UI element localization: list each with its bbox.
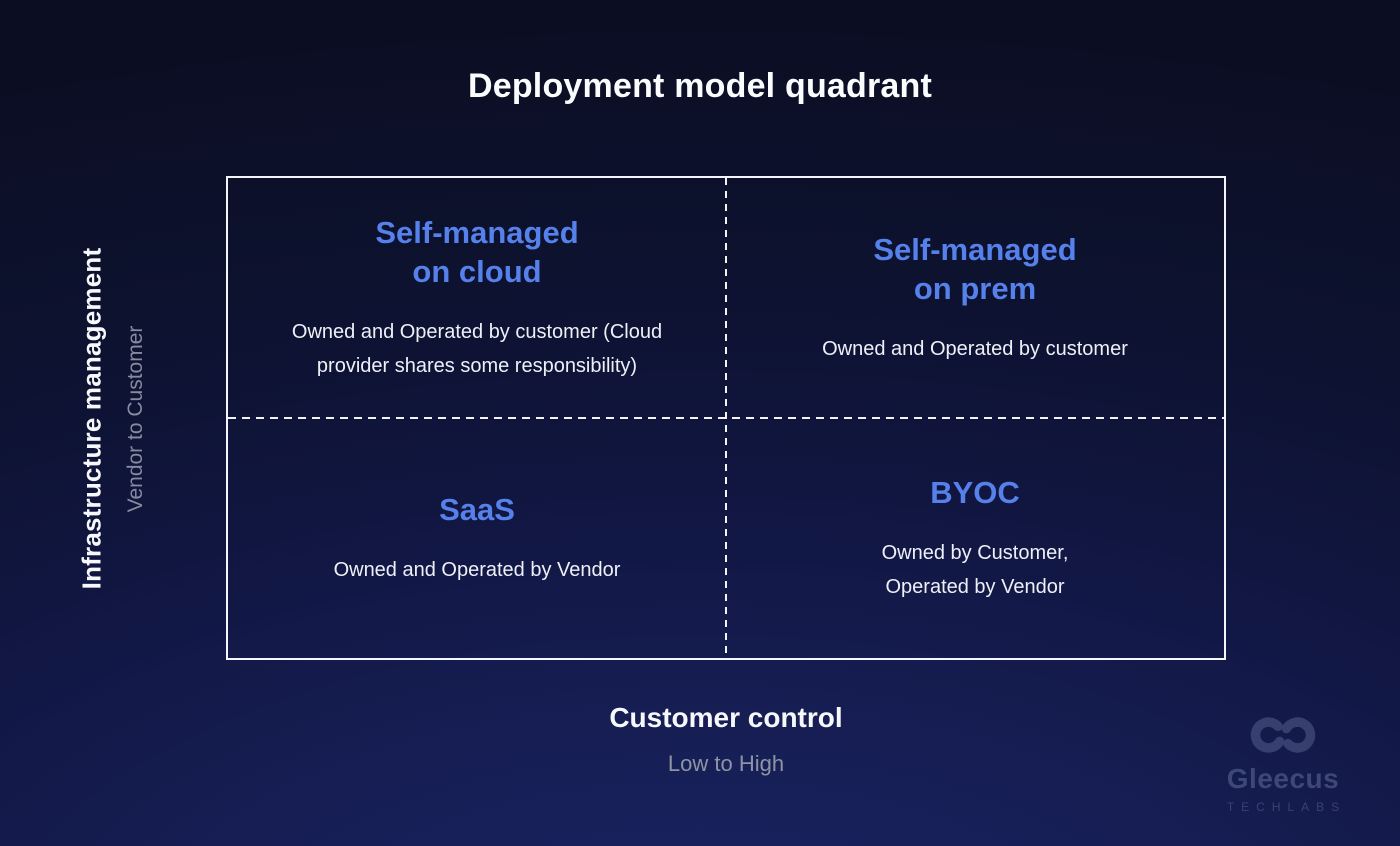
x-axis-label: Customer control bbox=[609, 702, 843, 733]
y-axis-label: Infrastructure management bbox=[76, 247, 107, 590]
quadrant-byoc: BYOC Owned by Customer, Operated by Vend… bbox=[726, 418, 1224, 658]
logo-suffix-text: TECHLABS bbox=[1226, 800, 1347, 814]
quadrant-description: Owned by Customer, Operated by Vendor bbox=[881, 541, 1069, 598]
y-axis-range-label: Vendor to Customer bbox=[124, 325, 147, 513]
quadrant-description: Owned and Operated by customer (Cloud pr… bbox=[291, 321, 663, 377]
quadrant-title: Self-managed on cloud bbox=[375, 215, 579, 289]
quadrant-title: Self-managed on prem bbox=[873, 232, 1077, 306]
infinity-loops-icon bbox=[1250, 717, 1316, 753]
x-axis-range-label: Low to High bbox=[667, 751, 785, 776]
page-title: Deployment model quadrant bbox=[467, 67, 933, 105]
quadrant-title: SaaS bbox=[439, 491, 515, 527]
quadrant-description: Owned and Operated by customer bbox=[822, 338, 1128, 360]
logo-brand-text: Gleecus bbox=[1226, 763, 1340, 794]
horizontal-dashed-divider bbox=[228, 417, 1224, 419]
quadrant-self-managed-on-cloud: Self-managed on cloud Owned and Operated… bbox=[228, 178, 726, 418]
quadrant-description: Owned and Operated by Vendor bbox=[333, 558, 621, 581]
quadrant-title: BYOC bbox=[930, 474, 1020, 510]
quadrant-self-managed-on-prem: Self-managed on prem Owned and Operated … bbox=[726, 178, 1224, 418]
quadrant-box: Self-managed on cloud Owned and Operated… bbox=[226, 176, 1226, 660]
gleecus-techlabs-logo: Gleecus TECHLABS bbox=[1205, 710, 1361, 814]
quadrant-saas: SaaS Owned and Operated by Vendor bbox=[228, 418, 726, 658]
